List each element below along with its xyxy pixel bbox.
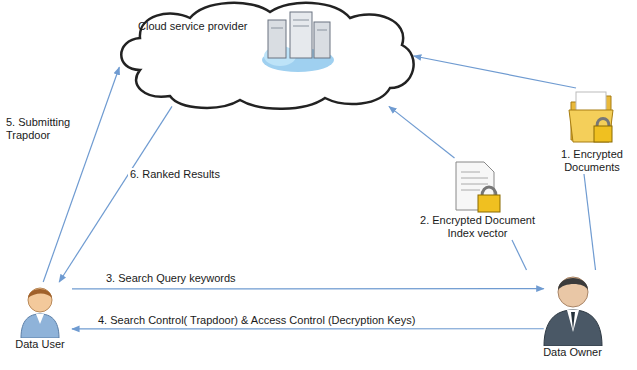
connector-arrow <box>43 67 119 282</box>
owner-node: Data Owner <box>515 270 630 359</box>
node-label: Data User <box>8 338 72 351</box>
folder-lock-icon <box>567 88 617 148</box>
connector-arrow <box>389 106 455 158</box>
edge-label: 6. Ranked Results <box>128 168 242 181</box>
node-label: 2. Encrypted Document Index vector <box>420 214 535 240</box>
folder-node: 1. Encrypted Documents <box>552 88 632 174</box>
user-icon <box>17 282 63 338</box>
connector-arrow <box>72 288 544 289</box>
connector-arrow <box>414 56 576 88</box>
node-label: Data Owner <box>515 346 630 359</box>
document-node: 2. Encrypted Document Index vector <box>420 158 535 240</box>
node-label: 1. Encrypted Documents <box>552 148 632 174</box>
connector-arrow <box>584 174 596 270</box>
connector-arrow <box>512 240 527 270</box>
user-node: Data User <box>8 282 72 351</box>
cloud-shape <box>110 0 420 112</box>
edge-label: 5. Submitting Trapdoor <box>4 116 90 142</box>
cloud-node: Cloud service provider <box>110 0 420 112</box>
document-lock-icon <box>450 158 506 214</box>
owner-icon <box>538 270 608 346</box>
node-label: Cloud service provider <box>138 20 258 33</box>
edge-label: 4. Search Control( Trapdoor) & Access Co… <box>96 314 417 327</box>
connector-arrow <box>72 328 544 329</box>
edge-label: 3. Search Query keywords <box>104 272 238 285</box>
